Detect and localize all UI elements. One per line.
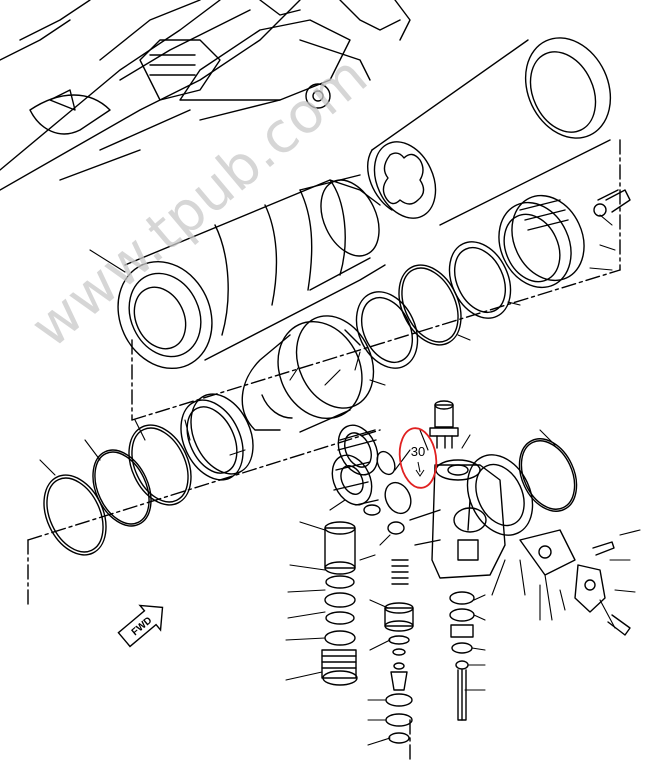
item-callout: 30 — [398, 427, 438, 489]
transmission-housing — [409, 438, 631, 636]
gear-cluster — [331, 424, 412, 535]
main-housing-tube — [117, 174, 386, 370]
gearbox-cone — [241, 315, 375, 433]
cowl-tube-front — [367, 37, 612, 226]
callout-label: 30 — [411, 444, 425, 459]
ring-set-lower — [43, 393, 254, 556]
ring-set-upper — [355, 189, 631, 369]
leader-lines — [39, 214, 641, 746]
sensor-part — [429, 400, 459, 449]
callout-ring — [398, 427, 438, 489]
aircraft-nose-section — [0, 0, 411, 191]
forward-direction-marker: FWD — [117, 604, 164, 648]
pump-stack-center — [384, 559, 414, 744]
pump-stack-left — [321, 521, 358, 686]
alignment-frame — [27, 139, 621, 761]
pump-stack-right — [449, 591, 475, 721]
